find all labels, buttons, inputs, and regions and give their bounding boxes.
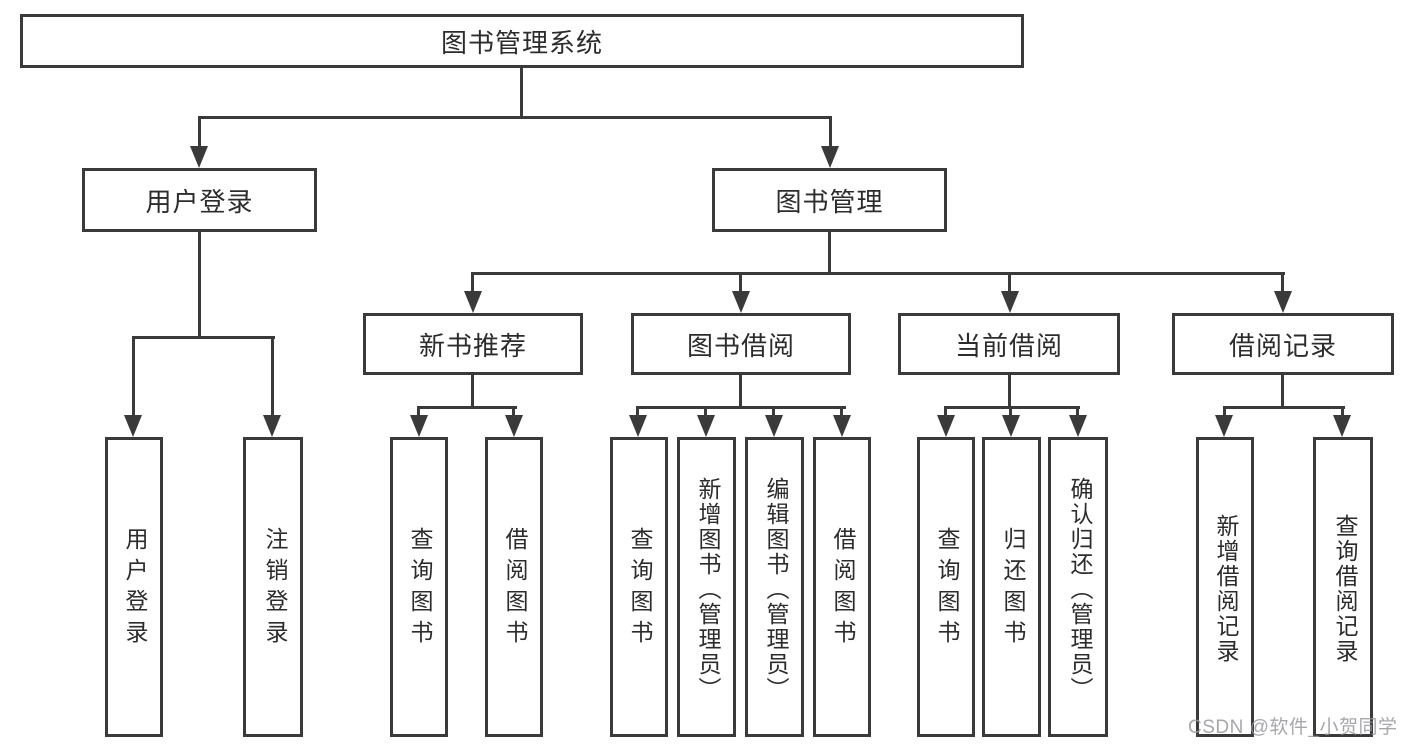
connector-book-borrow-bus xyxy=(636,406,846,409)
arrowhead-icon xyxy=(1274,291,1292,313)
leaf-edit-books-admin: 编辑图书（管理员） xyxy=(745,437,804,737)
leaf-add-books-admin: 新增图书（管理员） xyxy=(677,437,736,737)
connector-drop-current-borrow xyxy=(1008,272,1011,293)
arrowhead-icon xyxy=(833,415,851,437)
connector-new-books-stem xyxy=(471,374,474,408)
connector-drop xyxy=(636,406,639,416)
connector-drop xyxy=(944,406,947,416)
node-borrowing-records: 借阅记录 xyxy=(1172,313,1394,375)
leaf-add-borrow-record: 新增借阅记录 xyxy=(1196,437,1254,737)
connector-drop-new-books xyxy=(471,272,474,293)
leaf-user-login: 用户登录 xyxy=(105,437,163,737)
arrowhead-icon xyxy=(1069,415,1087,437)
connector-drop xyxy=(1076,406,1079,416)
arrowhead-icon xyxy=(410,415,428,437)
leaf-borrow-books: 借阅图书 xyxy=(813,437,871,737)
arrowhead-icon xyxy=(1215,415,1233,437)
leaf-borrow-books: 借阅图书 xyxy=(485,437,543,737)
arrowhead-icon xyxy=(124,415,142,437)
arrowhead-icon xyxy=(697,415,715,437)
leaf-query-books: 查询图书 xyxy=(917,437,975,737)
arrowhead-icon xyxy=(821,146,839,168)
connector-borrow-records-stem xyxy=(1281,374,1284,408)
connector-current-borrow-bus xyxy=(944,406,1080,409)
arrowhead-icon xyxy=(1333,415,1351,437)
connector-book-borrow-stem xyxy=(739,374,742,408)
connector-root-stem xyxy=(520,68,523,117)
leaf-query-borrow-record: 查询借阅记录 xyxy=(1313,437,1373,737)
node-book-management: 图书管理 xyxy=(712,168,947,232)
arrowhead-icon xyxy=(190,146,208,168)
arrowhead-icon xyxy=(464,291,482,313)
connector-user-login-stem xyxy=(198,232,201,339)
connector-drop-leaf-logout xyxy=(271,336,274,415)
node-current-borrowing: 当前借阅 xyxy=(898,313,1120,375)
connector-drop xyxy=(772,406,775,416)
connector-user-login-bus xyxy=(132,336,275,339)
leaf-logout: 注销登录 xyxy=(243,437,303,737)
node-root-library-management-system: 图书管理系统 xyxy=(20,14,1024,68)
connector-drop xyxy=(840,406,843,416)
connector-drop xyxy=(417,406,420,416)
connector-drop xyxy=(1341,406,1344,416)
arrowhead-icon xyxy=(937,415,955,437)
node-book-borrowing: 图书借阅 xyxy=(631,313,851,375)
leaf-query-books: 查询图书 xyxy=(390,437,448,737)
arrowhead-icon xyxy=(1002,415,1020,437)
connector-drop-leaf-user-login xyxy=(132,336,135,415)
leaf-return-books: 归还图书 xyxy=(982,437,1041,737)
connector-drop-user-login xyxy=(198,116,201,149)
connector-drop xyxy=(704,406,707,416)
connector-drop-book-mgmt xyxy=(829,116,832,149)
connector-root-bus xyxy=(198,116,832,119)
connector-borrow-records-bus xyxy=(1223,406,1345,409)
connector-drop xyxy=(1223,406,1226,416)
arrowhead-icon xyxy=(263,415,281,437)
connector-current-borrow-stem xyxy=(1008,374,1011,408)
connector-level3-bus xyxy=(471,272,1285,275)
connector-drop xyxy=(512,406,515,416)
connector-drop xyxy=(1009,406,1012,416)
arrowhead-icon xyxy=(629,415,647,437)
connector-book-mgmt-stem xyxy=(828,232,831,275)
watermark: CSDN @软件_小贺同学 xyxy=(1188,717,1398,738)
connector-drop-borrow-records xyxy=(1281,272,1284,293)
node-user-login: 用户登录 xyxy=(82,168,317,232)
arrowhead-icon xyxy=(732,291,750,313)
arrowhead-icon xyxy=(505,415,523,437)
node-new-book-recommend: 新书推荐 xyxy=(363,313,583,375)
arrowhead-icon xyxy=(1001,291,1019,313)
arrowhead-icon xyxy=(765,415,783,437)
leaf-confirm-return-admin: 确认归还（管理员） xyxy=(1048,437,1108,737)
leaf-query-books: 查询图书 xyxy=(610,437,668,737)
connector-drop-book-borrow xyxy=(739,272,742,293)
connector-new-books-bus xyxy=(417,406,517,409)
